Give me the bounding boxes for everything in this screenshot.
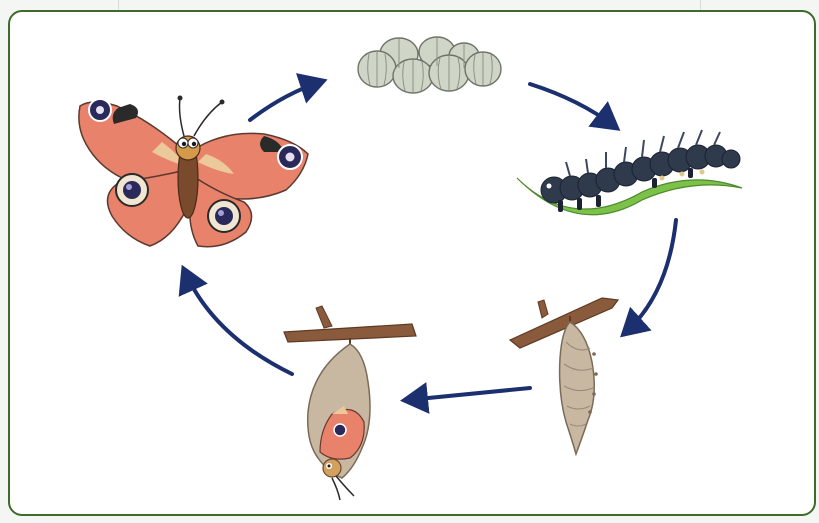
arrow-chrysalis-to-emerging [408,388,530,400]
emerging-butterfly-icon [284,306,416,500]
arrow-emerging-to-butterfly [185,272,292,374]
life-cycle-diagram [10,12,816,516]
arrow-caterpillar-to-chrysalis [626,220,676,332]
chrysalis-icon [510,298,618,454]
cycle-arrows [185,82,676,400]
eggs-icon [358,37,501,93]
caterpillar-icon [517,130,742,215]
arrow-butterfly-to-eggs [250,82,320,120]
arrow-eggs-to-caterpillar [530,84,614,126]
peacock-butterfly-icon [79,96,308,247]
diagram-frame [8,10,816,516]
